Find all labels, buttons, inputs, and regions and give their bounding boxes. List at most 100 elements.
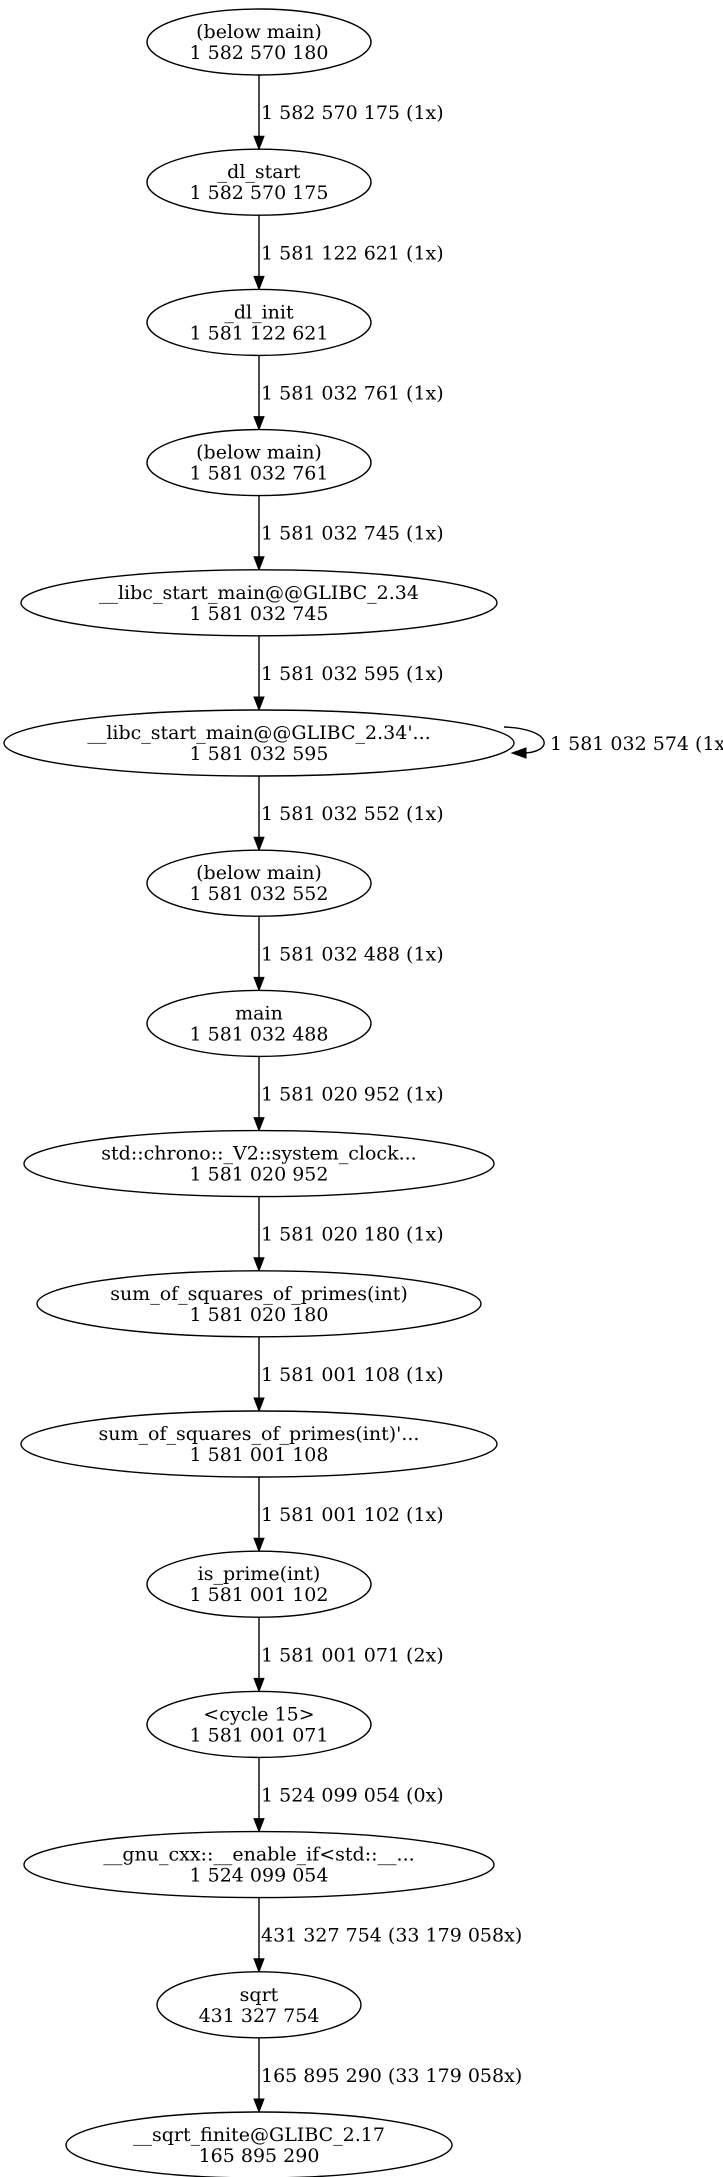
- node-function-name: <cycle 15>: [203, 1703, 314, 1725]
- node-ellipse: [146, 428, 372, 497]
- call-edge: 431 327 754 (33 179 058x): [253, 1897, 522, 1974]
- function-node[interactable]: (below main)1 581 032 761: [146, 428, 372, 497]
- arrowhead-icon: [253, 1117, 265, 1132]
- call-edge: 1 581 032 595 (1x): [253, 635, 444, 712]
- edge-label: 1 581 032 595 (1x): [261, 663, 444, 685]
- function-node[interactable]: sum_of_squares_of_primes(int)1 581 020 1…: [36, 1270, 482, 1338]
- arrowhead-icon: [253, 556, 265, 572]
- node-function-name: __gnu_cxx::__enable_if<std::__...: [103, 1844, 414, 1866]
- node-function-name: sum_of_squares_of_primes(int)'...: [99, 1423, 420, 1445]
- edge-label: 1 524 099 054 (0x): [261, 1785, 444, 1807]
- function-node[interactable]: sum_of_squares_of_primes(int)'...1 581 0…: [20, 1410, 498, 1478]
- node-cost-value: 165 895 290: [199, 2145, 320, 2167]
- call-edge: 1 524 099 054 (0x): [253, 1757, 444, 1833]
- arrowhead-icon: [253, 416, 265, 431]
- node-ellipse: [146, 1690, 372, 1759]
- arrowhead-icon: [253, 2098, 265, 2114]
- node-cost-value: 1 581 122 621: [189, 322, 328, 344]
- arrowhead-icon: [253, 135, 265, 151]
- node-function-name: sum_of_squares_of_primes(int): [110, 1283, 408, 1305]
- node-cost-value: 1 581 020 180: [189, 1304, 328, 1326]
- arrowhead-icon: [253, 1818, 265, 1833]
- node-ellipse: [146, 8, 372, 76]
- function-node[interactable]: (below main)1 582 570 180: [146, 8, 372, 76]
- node-ellipse: [20, 569, 498, 637]
- function-node[interactable]: (below main)1 581 032 552: [146, 849, 372, 917]
- edge-label: 165 895 290 (33 179 058x): [261, 2065, 522, 2087]
- arrowhead-icon: [253, 275, 265, 291]
- node-function-name: _dl_init: [224, 301, 294, 323]
- node-cost-value: 1 581 032 745: [189, 603, 328, 625]
- node-ellipse: [20, 1410, 498, 1478]
- call-edge: 1 581 032 488 (1x): [253, 916, 444, 992]
- edge-label: 1 581 032 745 (1x): [261, 523, 444, 545]
- node-cost-value: 1 581 001 102: [189, 1584, 328, 1606]
- edge-label: 1 581 001 071 (2x): [261, 1644, 444, 1666]
- node-ellipse: [146, 849, 372, 917]
- call-edge: 1 582 570 175 (1x): [253, 75, 444, 151]
- call-edge: 165 895 290 (33 179 058x): [253, 2037, 522, 2114]
- node-cost-value: 1 581 032 552: [189, 883, 328, 905]
- node-ellipse: [3, 709, 515, 777]
- edge-label: 1 582 570 175 (1x): [261, 102, 444, 124]
- function-node[interactable]: std::chrono::_V2::system_clock...1 581 0…: [23, 1129, 495, 1198]
- arrowhead-icon: [253, 1677, 265, 1693]
- edge-label: 1 581 020 180 (1x): [261, 1224, 444, 1246]
- node-cost-value: 1 581 032 488: [189, 1023, 328, 1045]
- node-cost-value: 1 581 001 108: [189, 1444, 328, 1466]
- function-node[interactable]: __gnu_cxx::__enable_if<std::__...1 524 0…: [23, 1830, 495, 1899]
- node-cost-value: 1 581 032 761: [189, 463, 328, 485]
- node-cost-value: 431 327 754: [199, 2005, 320, 2027]
- node-function-name: (below main): [196, 21, 322, 43]
- node-cost-value: 1 581 020 952: [189, 1164, 328, 1186]
- node-cost-value: 1 581 032 595: [189, 743, 328, 765]
- node-ellipse: [36, 1270, 482, 1338]
- node-ellipse: [146, 288, 372, 357]
- function-node[interactable]: <cycle 15>1 581 001 071: [146, 1690, 372, 1759]
- edge-label: 1 581 001 108 (1x): [261, 1364, 444, 1386]
- arrowhead-icon: [253, 1537, 265, 1553]
- node-function-name: (below main): [196, 862, 322, 884]
- arrowhead-icon: [253, 696, 265, 712]
- node-function-name: sqrt: [240, 1984, 279, 2006]
- arrowhead-icon: [253, 836, 265, 852]
- call-edge: 1 581 122 621 (1x): [253, 215, 444, 291]
- call-edge: 1 581 001 108 (1x): [253, 1336, 444, 1413]
- call-edge: 1 581 020 180 (1x): [253, 1196, 444, 1273]
- function-node[interactable]: is_prime(int)1 581 001 102: [146, 1550, 372, 1618]
- call-edge: 1 581 032 745 (1x): [253, 495, 444, 572]
- function-node[interactable]: __libc_start_main@@GLIBC_2.34'...1 581 0…: [3, 709, 515, 777]
- arrowhead-icon: [253, 976, 265, 992]
- call-edge: 1 581 020 952 (1x): [253, 1056, 444, 1132]
- node-function-name: (below main): [196, 442, 322, 464]
- call-edge: 1 581 032 761 (1x): [253, 355, 444, 431]
- arrowhead-icon: [253, 1257, 265, 1273]
- arrowhead-icon: [510, 747, 527, 759]
- edge-label: 1 581 122 621 (1x): [261, 242, 444, 264]
- self-loop-line: [503, 726, 545, 754]
- edge-label: 1 581 020 952 (1x): [261, 1084, 444, 1106]
- node-ellipse: [146, 1550, 372, 1618]
- node-cost-value: 1 581 001 071: [189, 1724, 328, 1746]
- call-edge: 1 581 001 071 (2x): [253, 1617, 444, 1693]
- node-function-name: std::chrono::_V2::system_clock...: [101, 1143, 416, 1165]
- node-cost-value: 1 582 570 180: [189, 42, 328, 64]
- node-ellipse: [156, 1971, 362, 2039]
- node-ellipse: [65, 2111, 453, 2177]
- edge-label: 1 581 032 761 (1x): [261, 383, 444, 405]
- call-edge: 1 581 032 552 (1x): [253, 776, 444, 852]
- edge-label: 1 581 001 102 (1x): [261, 1504, 444, 1526]
- node-function-name: _dl_start: [218, 161, 301, 183]
- function-node[interactable]: __libc_start_main@@GLIBC_2.341 581 032 7…: [20, 569, 498, 637]
- edge-label: 1 581 032 488 (1x): [261, 943, 444, 965]
- self-loop-label: 1 581 032 574 (1x): [550, 733, 723, 755]
- node-function-name: main: [235, 1002, 283, 1024]
- node-function-name: is_prime(int): [198, 1563, 321, 1585]
- edge-label: 431 327 754 (33 179 058x): [261, 1925, 522, 1947]
- node-function-name: __libc_start_main@@GLIBC_2.34: [99, 582, 419, 604]
